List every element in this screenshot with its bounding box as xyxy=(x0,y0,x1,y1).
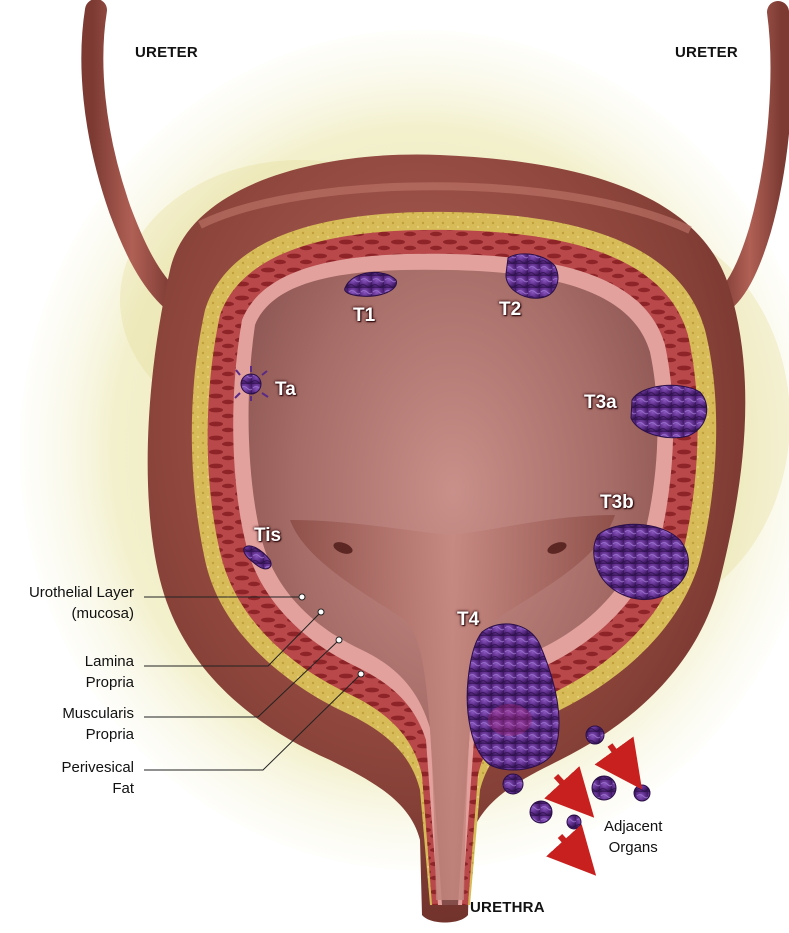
muscularis-propria-label: Muscularis Propria xyxy=(62,703,134,745)
lamina-propria-label-line2: Propria xyxy=(85,672,134,693)
stage-label-t3b: T3b xyxy=(600,492,634,514)
stage-label-t4: T4 xyxy=(457,609,479,631)
lamina-propria-label-line1: Lamina xyxy=(85,651,134,672)
adjacent-organs-label-line2: Organs xyxy=(604,837,662,858)
adjacent-organs-label: Adjacent Organs xyxy=(604,816,662,858)
stage-label-t3a: T3a xyxy=(584,392,617,414)
stage-label-tis: Tis xyxy=(254,525,281,547)
muscularis-propria-label-line2: Propria xyxy=(62,724,134,745)
stage-label-t2: T2 xyxy=(499,299,521,321)
perivesical-fat-label-line2: Fat xyxy=(61,778,134,799)
perivesical-fat-label-line1: Perivesical xyxy=(61,757,134,778)
urothelial-layer-label: Urothelial Layer (mucosa) xyxy=(29,582,134,624)
urethra-label: URETHRA xyxy=(470,899,545,916)
tumor-t3a xyxy=(631,385,707,437)
perivesical-fat-label: Perivesical Fat xyxy=(61,757,134,799)
ureter-left-label: URETER xyxy=(135,44,198,61)
stage-label-ta: Ta xyxy=(275,379,296,401)
muscularis-propria-label-line1: Muscularis xyxy=(62,703,134,724)
lamina-propria-label: Lamina Propria xyxy=(85,651,134,693)
stage-label-t1: T1 xyxy=(353,305,375,327)
urothelial-layer-label-line1: Urothelial Layer xyxy=(29,582,134,603)
ureter-right-label: URETER xyxy=(675,44,738,61)
adjacent-organs-label-line1: Adjacent xyxy=(604,816,662,837)
urothelial-layer-label-line2: (mucosa) xyxy=(29,603,134,624)
